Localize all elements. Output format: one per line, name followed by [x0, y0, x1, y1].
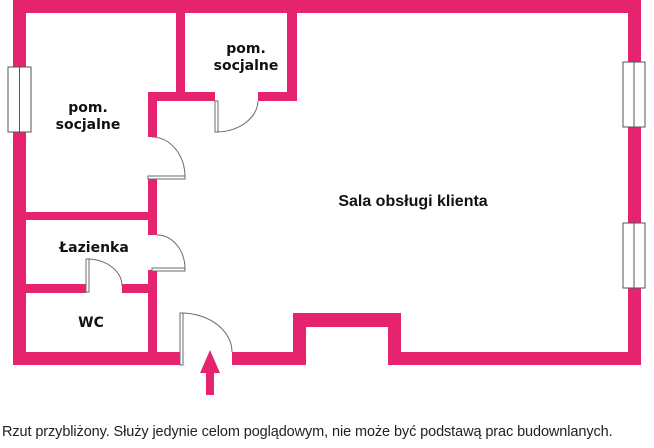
windows	[7, 61, 646, 289]
window-right-upper	[622, 61, 646, 128]
room-label-line2: socjalne	[213, 58, 279, 74]
room-label-wc: WC	[78, 315, 104, 331]
door-wc	[85, 258, 123, 293]
room-label-sala-obslugi-klienta: Sala obsługi klienta	[338, 193, 488, 210]
arrow-up-icon	[200, 350, 220, 395]
room-label-lazienka: Łazienka	[59, 240, 129, 256]
door-lazienka	[151, 234, 186, 272]
door-pom-socjalne	[147, 136, 186, 180]
room-label-line2: socjalne	[55, 117, 121, 133]
floor-plan	[7, 0, 646, 395]
room-label-pom-socjalne-small: pom. socjalne	[214, 41, 279, 75]
room-label-line1: pom.	[226, 41, 266, 57]
walls	[13, 0, 641, 365]
room-label-line1: pom.	[68, 100, 108, 116]
door-small-room	[214, 100, 259, 133]
door-entrance	[179, 312, 233, 366]
disclaimer-text: Rzut przybliżony. Służy jedynie celom po…	[2, 424, 613, 440]
window-right-lower	[622, 222, 646, 289]
doors	[85, 100, 259, 366]
room-label-pom-socjalne-large: pom. socjalne	[56, 100, 121, 134]
window-left	[7, 66, 32, 133]
